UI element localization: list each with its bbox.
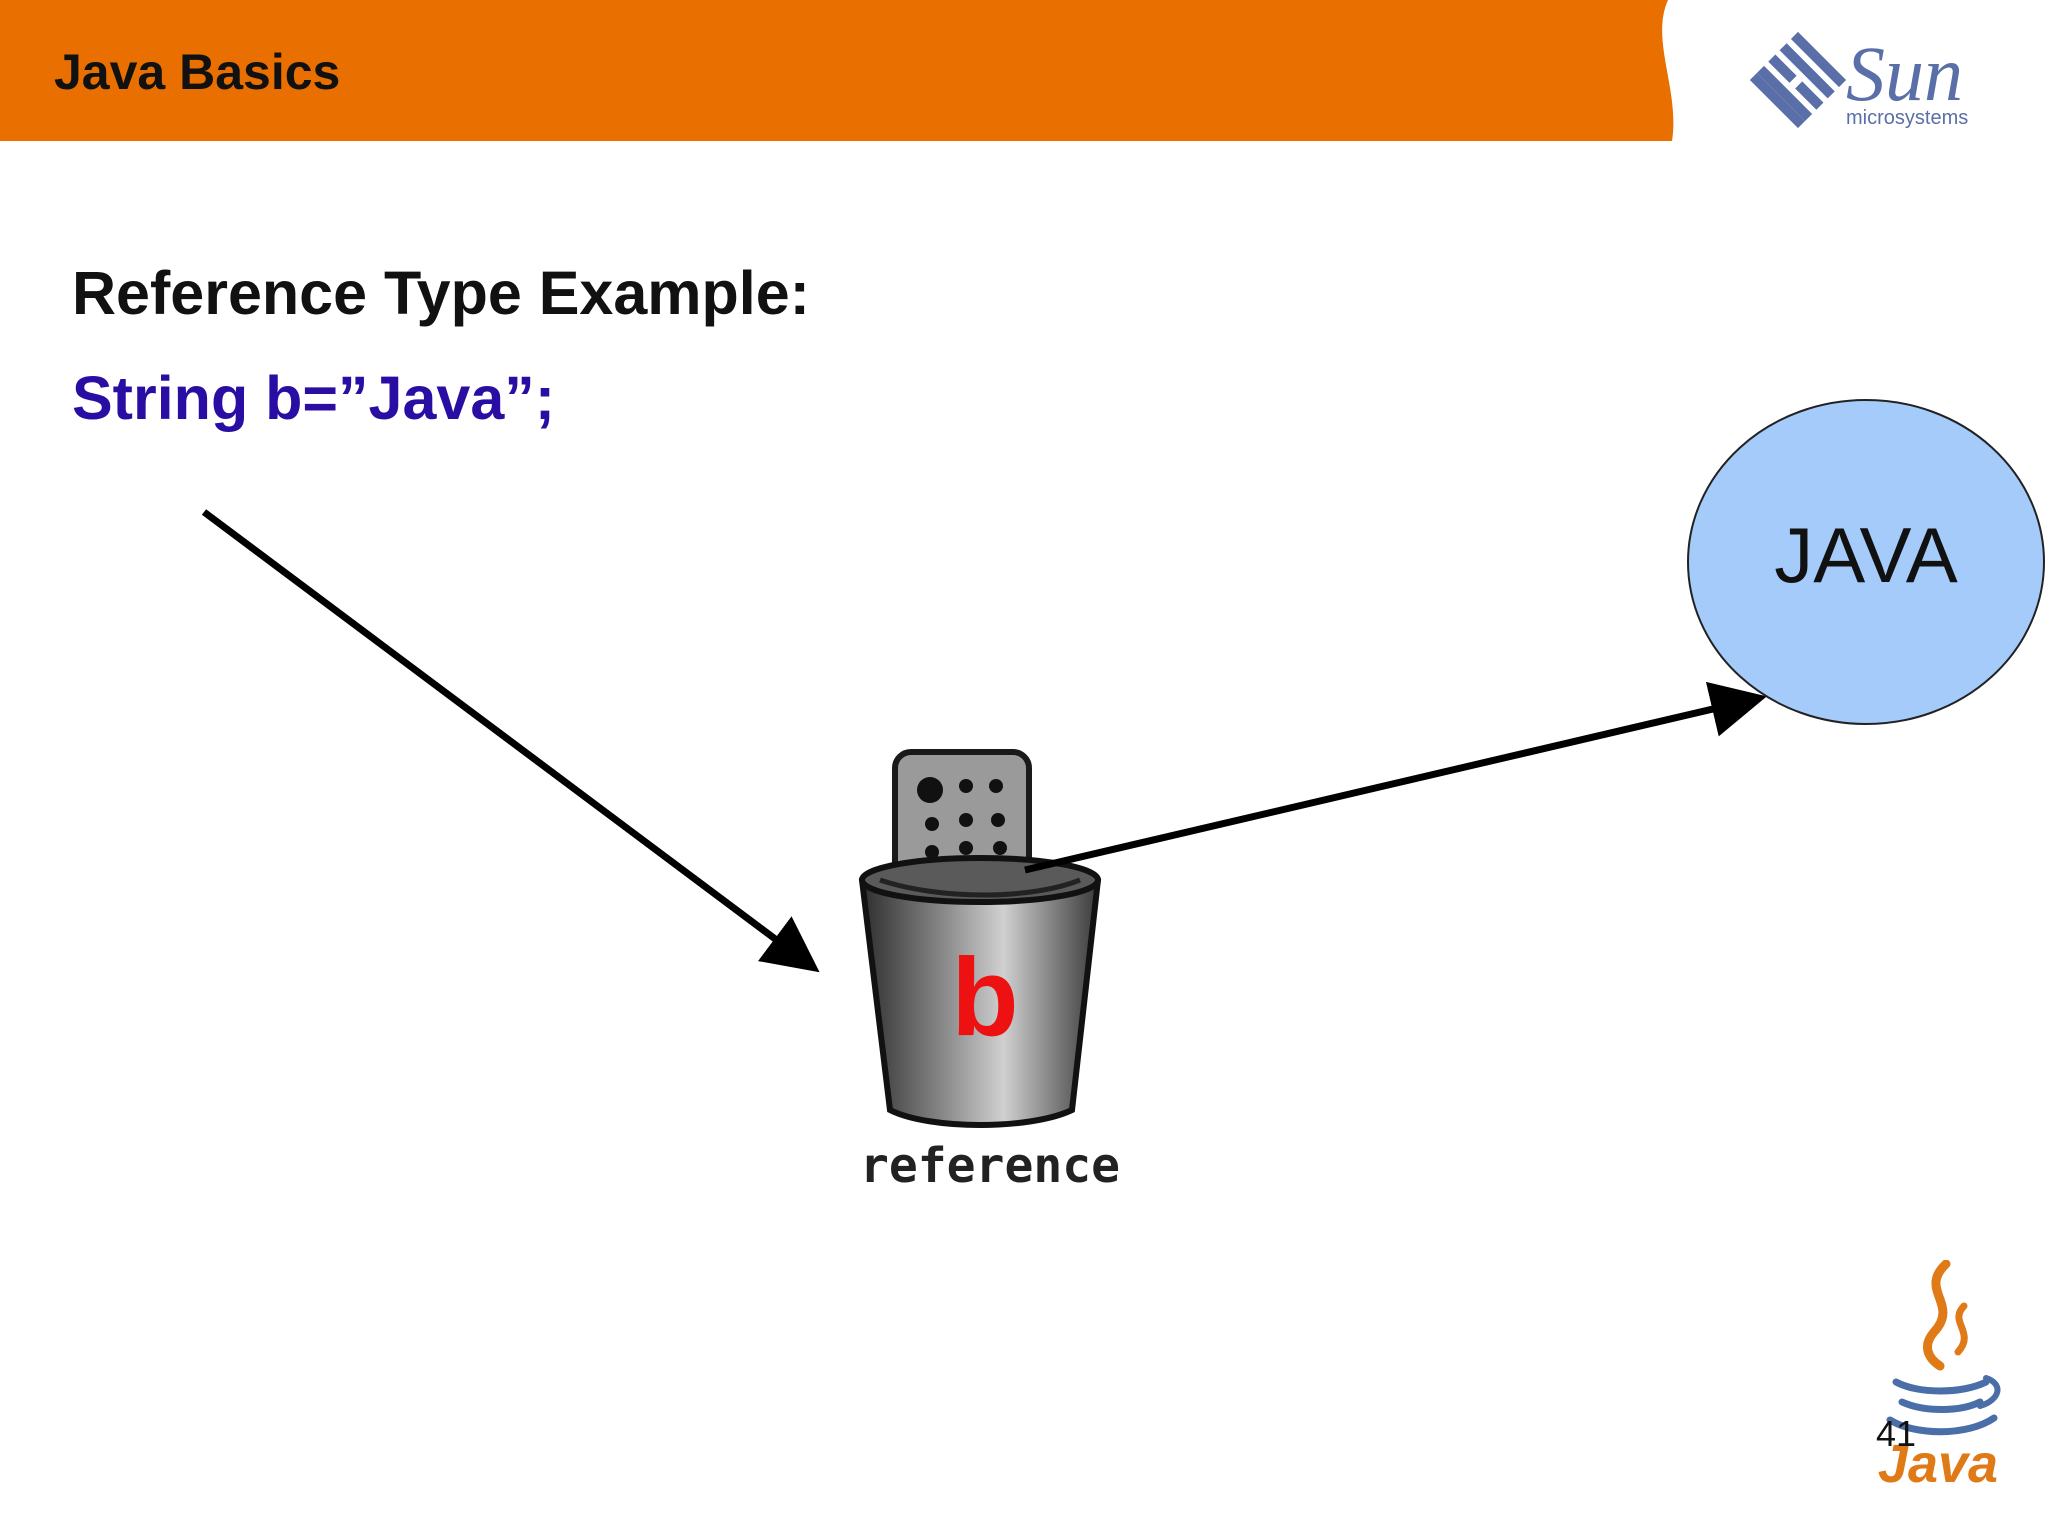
string-object-circle xyxy=(1687,399,2045,725)
string-object-value: JAVA xyxy=(1774,511,1958,599)
cup-icon xyxy=(858,855,1102,1128)
java-logo-wordmark: Java xyxy=(1878,1434,1998,1494)
header-title: Java Basics xyxy=(54,44,341,100)
slide-heading: Reference Type Example: xyxy=(72,259,810,327)
sun-logo-wordmark: Sun xyxy=(1846,30,1963,117)
code-line: String b=”Java”; xyxy=(72,364,556,432)
reference-variable-label: b xyxy=(951,936,1018,1059)
java-logo: Java xyxy=(1878,1260,2001,1494)
reference-pointer-arrow xyxy=(1024,681,1767,874)
page-number: 41 xyxy=(1876,1413,1917,1454)
assignment-arrow xyxy=(201,509,820,973)
header-bar xyxy=(0,0,1674,141)
sun-logo-tagline: microsystems xyxy=(1846,107,1968,129)
reference-caption: reference xyxy=(860,1138,1120,1194)
sun-logo: Sun microsystems xyxy=(1750,30,1968,129)
